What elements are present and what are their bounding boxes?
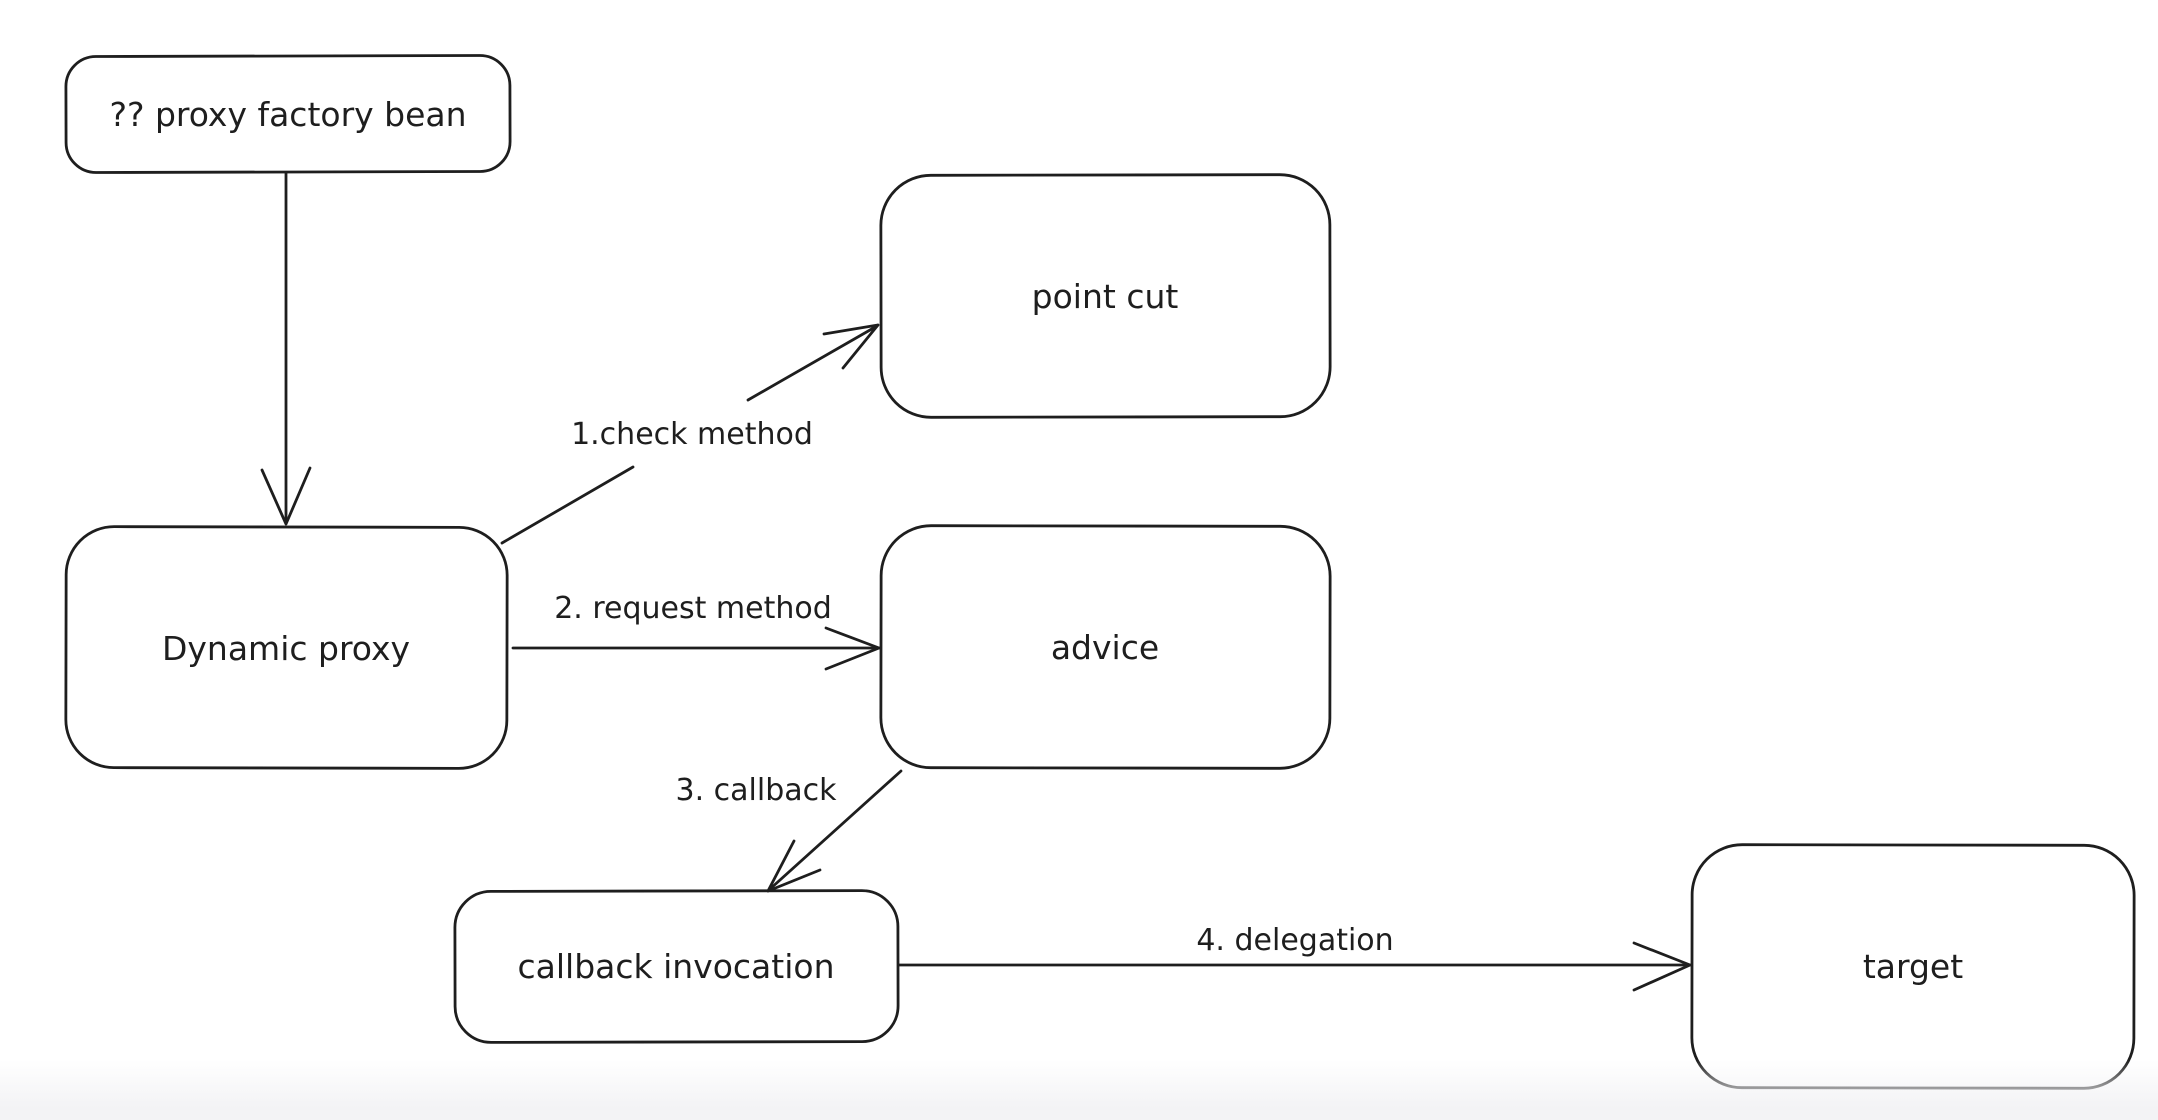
proxy-factory-bean-box [64,54,512,174]
edge-advice-to-callback-arrowhead [766,839,822,893]
callback-invocation-label: callback invocation [518,947,835,986]
edge-proxy-to-pointcut-line [500,324,879,545]
edge-label-check-method: 1.check method [571,417,813,452]
edge-factory-to-proxy-arrowhead [260,466,312,526]
node-callback-invocation: callback invocation [453,889,900,1044]
point-cut-box [879,173,1332,419]
point-cut-label: point cut [1032,277,1179,316]
edge-callback-to-target-arrowhead [1632,941,1692,992]
target-label: target [1863,947,1963,986]
dynamic-proxy-box [64,525,509,770]
dynamic-proxy-label: Dynamic proxy [162,629,410,668]
node-proxy-factory-bean: ?? proxy factory bean [64,54,512,174]
node-point-cut: point cut [879,173,1332,419]
edge-factory-to-proxy [260,171,312,526]
advice-label: advice [1051,628,1159,667]
advice-box [879,524,1332,770]
edge-proxy-to-advice: 2. request method [511,591,881,671]
edge-proxy-to-pointcut: 1.check method [500,323,880,545]
edge-label-request-method: 2. request method [554,591,832,626]
node-target: target [1690,843,2136,1090]
edge-advice-to-callback-line [768,769,903,891]
callback-invocation-box [453,889,900,1044]
edge-callback-to-target: 4. delegation [897,923,1692,992]
edge-proxy-to-advice-arrowhead [824,626,881,671]
edge-proxy-to-pointcut-arrowhead [822,323,880,370]
edge-label-delegation: 4. delegation [1196,923,1393,958]
edge-advice-to-callback: 3. callback [675,769,903,893]
node-dynamic-proxy: Dynamic proxy [64,525,509,770]
edge-label-callback: 3. callback [675,773,837,808]
proxy-factory-bean-label: ?? proxy factory bean [109,95,466,134]
node-advice: advice [879,524,1332,770]
